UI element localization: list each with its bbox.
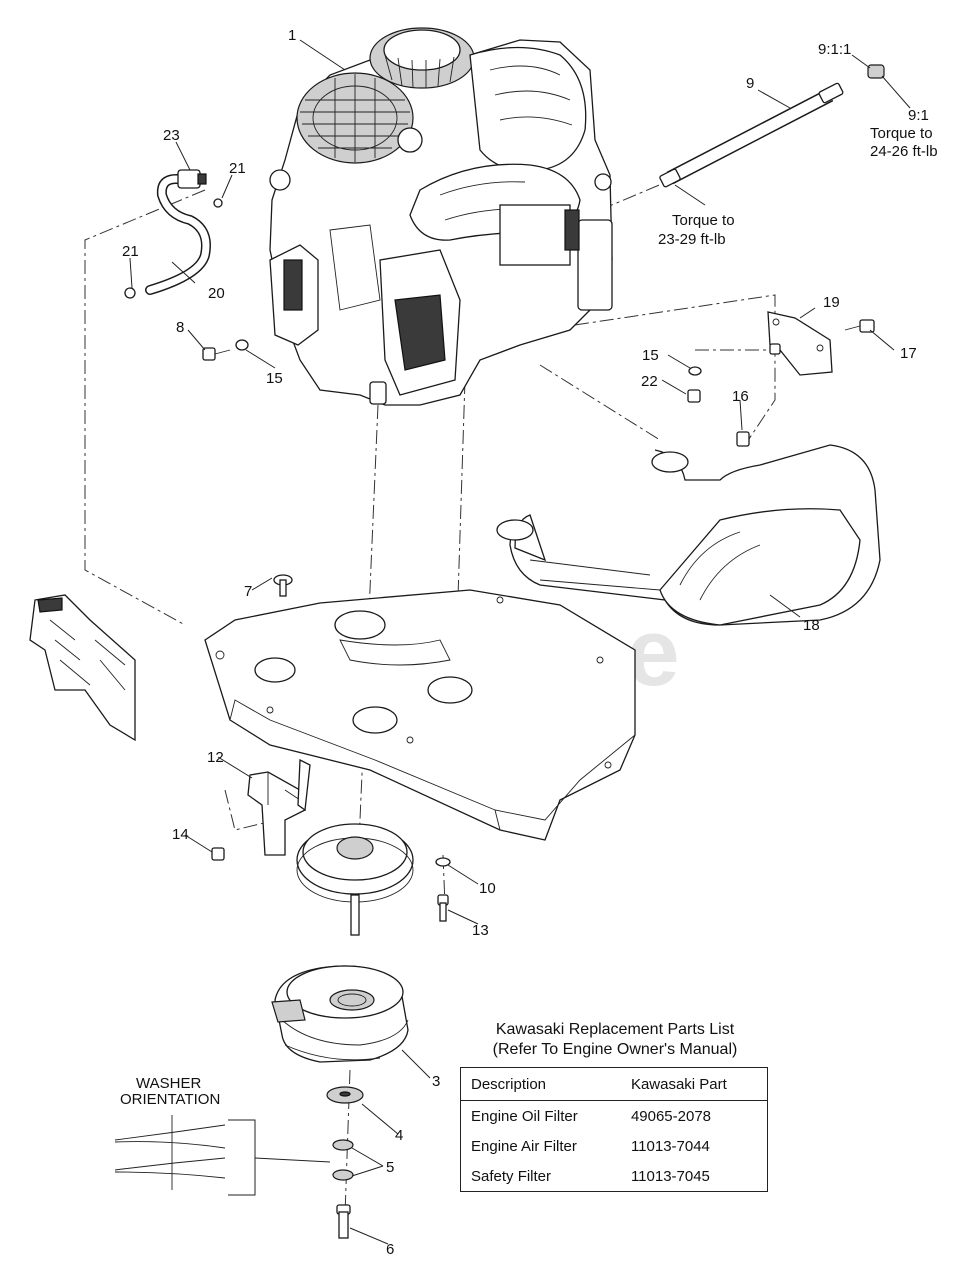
engine xyxy=(269,27,613,406)
muffler-bracket-19 xyxy=(687,311,875,447)
callout-5: 5 xyxy=(386,1159,394,1176)
bolt-6 xyxy=(336,1204,351,1239)
bracket-12 xyxy=(247,758,311,856)
torque-note-fitting-line2: 24-26 ft-lb xyxy=(870,143,938,160)
callout-3: 3 xyxy=(432,1073,440,1090)
callout-4: 4 xyxy=(395,1127,403,1144)
washer-15-right xyxy=(688,366,702,376)
bolt-17 xyxy=(859,319,875,333)
callout-15-right: 15 xyxy=(642,347,659,364)
callout-9-1: 9:1 xyxy=(908,107,929,124)
pulley xyxy=(296,823,414,936)
callout-9: 9 xyxy=(746,75,754,92)
kawasaki-parts-list: Kawasaki Replacement Parts List (Refer T… xyxy=(460,1020,770,1192)
torque-note-fitting-line1: Torque to xyxy=(870,125,933,142)
table-row: Safety Filter 11013-7045 xyxy=(461,1161,768,1192)
muffler-18 xyxy=(496,444,881,626)
washer-10 xyxy=(435,857,451,867)
callout-labels: 1 23 21 21 20 8 15 9 9:1:1 9:1 Torque to… xyxy=(120,27,938,1258)
callout-21-lower: 21 xyxy=(122,243,139,260)
parts-list-subtitle: (Refer To Engine Owner's Manual) xyxy=(492,1041,738,1058)
torque-note-hose-line1: Torque to xyxy=(672,212,735,229)
table-row: Engine Oil Filter 49065-2078 xyxy=(461,1101,768,1132)
parts-list-table: Description Kawasaki Part Engine Oil Fil… xyxy=(460,1067,768,1192)
callout-16: 16 xyxy=(732,388,749,405)
callout-1: 1 xyxy=(288,27,296,44)
table-row: Engine Air Filter 11013-7044 xyxy=(461,1131,768,1161)
bolt-8-washer-15 xyxy=(202,339,249,361)
row-description: Engine Oil Filter xyxy=(471,1107,578,1125)
callout-10: 10 xyxy=(479,880,496,897)
fitting-9-1 xyxy=(867,64,885,79)
callout-23: 23 xyxy=(163,127,180,144)
leader-lines xyxy=(129,39,911,1245)
callout-17: 17 xyxy=(900,345,917,362)
callout-13: 13 xyxy=(472,922,489,939)
clamp-16 xyxy=(736,431,750,447)
washer-orientation-line1: WASHER xyxy=(136,1075,201,1092)
row-part-number: 11013-7045 xyxy=(630,1167,710,1185)
callout-22: 22 xyxy=(641,373,658,390)
row-description: Safety Filter xyxy=(471,1167,552,1185)
washer-orientation-detail xyxy=(114,1115,331,1196)
row-part-number: 11013-7044 xyxy=(630,1137,710,1155)
callout-12: 12 xyxy=(207,749,224,766)
clamp-21-lower xyxy=(124,287,136,299)
fuel-line-assembly xyxy=(124,169,223,299)
bolt-13 xyxy=(437,894,449,922)
callout-7: 7 xyxy=(244,583,252,600)
callout-15-left: 15 xyxy=(266,370,283,387)
row-description: Engine Air Filter xyxy=(471,1137,577,1155)
callout-19: 19 xyxy=(823,294,840,311)
washer-orientation-line2: ORIENTATION xyxy=(120,1091,220,1108)
clamp-21-upper xyxy=(213,198,223,208)
left-shield xyxy=(29,594,136,742)
parts-list-header-row: Description Kawasaki Part xyxy=(460,1067,768,1101)
header-description: Description xyxy=(460,1067,621,1101)
washers-5 xyxy=(332,1139,354,1181)
hose-9 xyxy=(659,64,885,188)
clutch-3 xyxy=(271,965,409,1063)
spacer-4 xyxy=(326,1086,364,1104)
callout-8: 8 xyxy=(176,319,184,336)
callout-18: 18 xyxy=(803,617,820,634)
fitting-23 xyxy=(177,169,201,189)
callout-20: 20 xyxy=(208,285,225,302)
header-kawasaki-part: Kawasaki Part xyxy=(620,1067,768,1101)
callout-6: 6 xyxy=(386,1241,394,1258)
callout-9-1-1: 9:1:1 xyxy=(818,41,851,58)
torque-note-hose-line2: 23-29 ft-lb xyxy=(658,231,726,248)
callout-21-upper: 21 xyxy=(229,160,246,177)
parts-list-title: Kawasaki Replacement Parts List xyxy=(495,1021,735,1038)
engine-deck-plate xyxy=(204,589,636,841)
row-part-number: 49065-2078 xyxy=(630,1107,712,1125)
callout-14: 14 xyxy=(172,826,189,843)
pin-7 xyxy=(273,574,293,597)
nut-22 xyxy=(687,389,701,403)
nut-14 xyxy=(211,847,225,861)
